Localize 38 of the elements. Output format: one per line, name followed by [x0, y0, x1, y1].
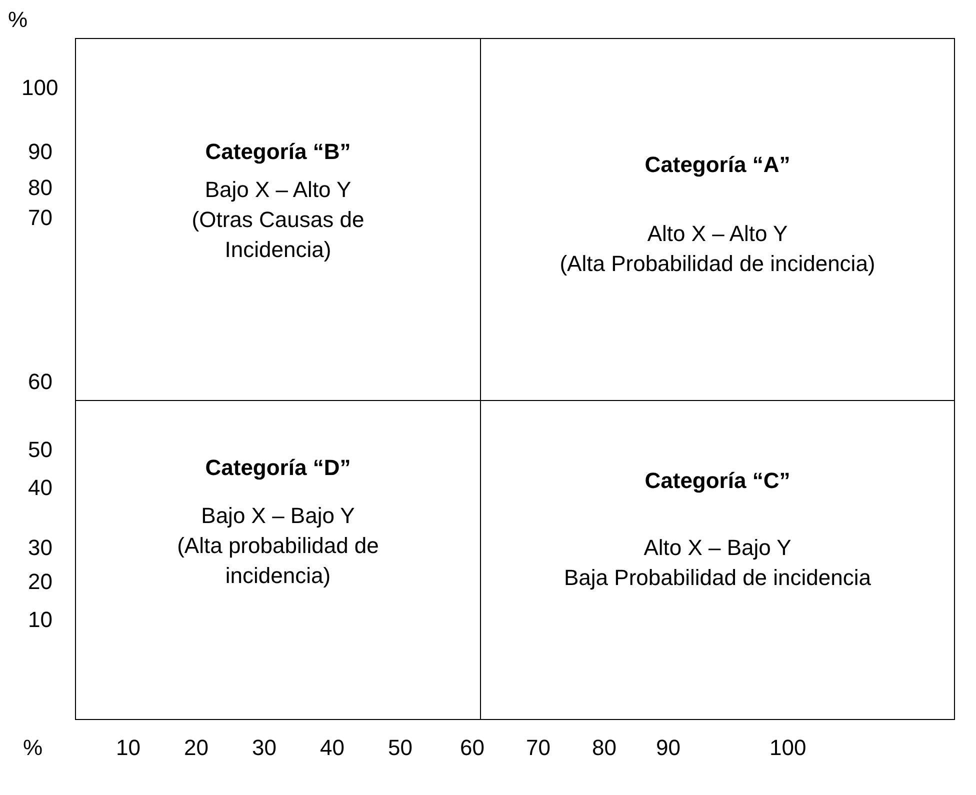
category-note: Baja Probabilidad de incidencia: [564, 564, 871, 592]
category-heading: Categoría “C”: [644, 467, 790, 495]
axis-unit-label: %: [8, 7, 28, 33]
axis-tick-label: 60: [460, 735, 484, 761]
axis-tick-label: 10: [116, 735, 140, 761]
quadrant-box: [75, 400, 481, 720]
axis-tick-label: 10: [28, 607, 52, 633]
axis-tick-label: 90: [656, 735, 680, 761]
axis-tick-label: 80: [28, 175, 52, 201]
quadrant-box: [480, 38, 955, 401]
category-description: Alto X – Bajo Y: [644, 534, 792, 562]
category-description: Bajo X – Bajo Y: [201, 502, 355, 530]
category-heading: Categoría “B”: [205, 138, 351, 166]
category-heading: Categoría “A”: [644, 151, 790, 179]
category-note: (Alta probabilidad de incidencia): [176, 532, 380, 590]
category-description: Bajo X – Alto Y: [204, 176, 352, 204]
quadrant-box: [480, 400, 955, 720]
axis-tick-label: 90: [28, 139, 52, 165]
axis-tick-label: 40: [28, 475, 52, 501]
axis-tick-label: 20: [184, 735, 208, 761]
axis-tick-label: 80: [592, 735, 616, 761]
axis-tick-label: 30: [28, 535, 52, 561]
category-description: Alto X – Alto Y: [647, 220, 788, 248]
axis-tick-label: 30: [252, 735, 276, 761]
category-heading: Categoría “D”: [205, 454, 351, 482]
axis-tick-label: 70: [28, 205, 52, 231]
axis-unit-label: %: [23, 735, 43, 761]
quadrant-box: [75, 38, 481, 401]
axis-tick-label: 20: [28, 569, 52, 595]
axis-tick-label: 100: [22, 75, 58, 101]
axis-tick-label: 40: [320, 735, 344, 761]
axis-tick-label: 100: [770, 735, 806, 761]
category-note: (Otras Causas de Incidencia): [190, 206, 366, 264]
category-note: (Alta Probabilidad de incidencia): [560, 250, 876, 278]
axis-tick-label: 60: [28, 369, 52, 395]
axis-tick-label: 70: [526, 735, 550, 761]
axis-tick-label: 50: [388, 735, 412, 761]
axis-tick-label: 50: [28, 437, 52, 463]
